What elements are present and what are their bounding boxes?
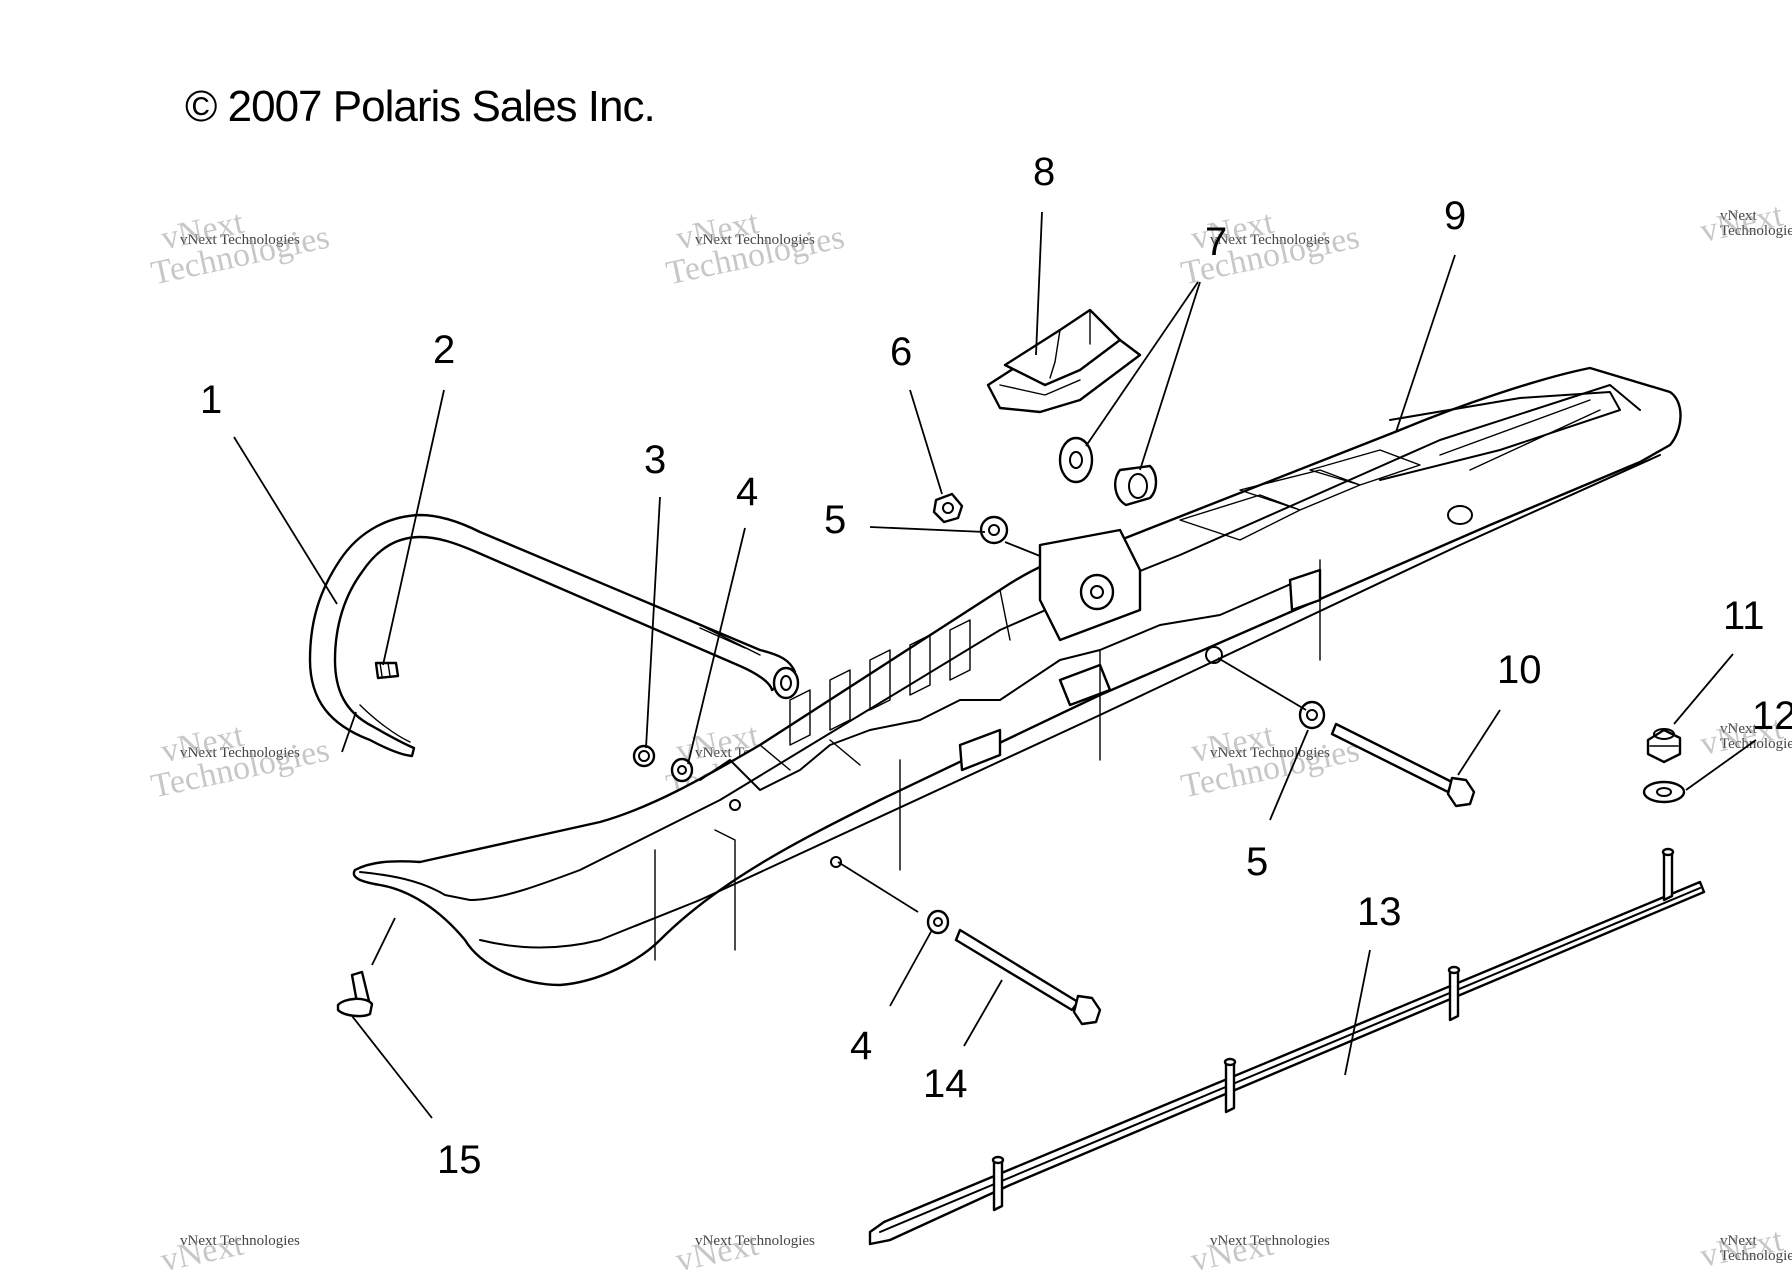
pin-part <box>336 970 374 1018</box>
nut-part <box>932 492 964 524</box>
callout-14: 14 <box>923 1062 968 1106</box>
callout-4: 4 <box>736 470 759 514</box>
callout-12: 12 <box>1752 694 1792 738</box>
washer-part <box>979 515 1009 545</box>
callout-4: 4 <box>850 1024 873 1068</box>
leader-lines <box>233 211 1757 1119</box>
callout-15: 15 <box>437 1138 482 1182</box>
rivet-part <box>374 661 400 680</box>
lock-nut-part <box>1646 728 1682 764</box>
washer-part <box>1298 700 1326 730</box>
callout-13: 13 <box>1357 890 1402 934</box>
bolt-part <box>1330 722 1476 808</box>
callout-11: 11 <box>1723 594 1765 638</box>
callout-5: 5 <box>824 498 847 542</box>
wear-bar-part <box>868 847 1706 1246</box>
callout-6: 6 <box>890 330 913 374</box>
callout-8: 8 <box>1033 150 1056 194</box>
callout-10: 10 <box>1497 648 1542 692</box>
callout-3: 3 <box>644 438 667 482</box>
washer-part <box>1642 780 1686 804</box>
washer-part <box>670 757 694 783</box>
washer-part <box>926 909 950 935</box>
callout-9: 9 <box>1444 194 1467 238</box>
copyright-notice: © 2007 Polaris Sales Inc. <box>185 82 656 131</box>
bolt-part <box>954 928 1102 1026</box>
callout-1: 1 <box>200 378 223 422</box>
callout-2: 2 <box>433 328 456 372</box>
nut-part <box>632 744 656 768</box>
bushing-part <box>1058 436 1094 484</box>
ski-body-part <box>352 366 1682 987</box>
handle-loop-part <box>308 513 800 758</box>
bushing-part <box>1114 464 1158 507</box>
rubber-block-part <box>986 308 1142 414</box>
callout-5: 5 <box>1246 840 1269 884</box>
callout-7: 7 <box>1205 220 1228 264</box>
